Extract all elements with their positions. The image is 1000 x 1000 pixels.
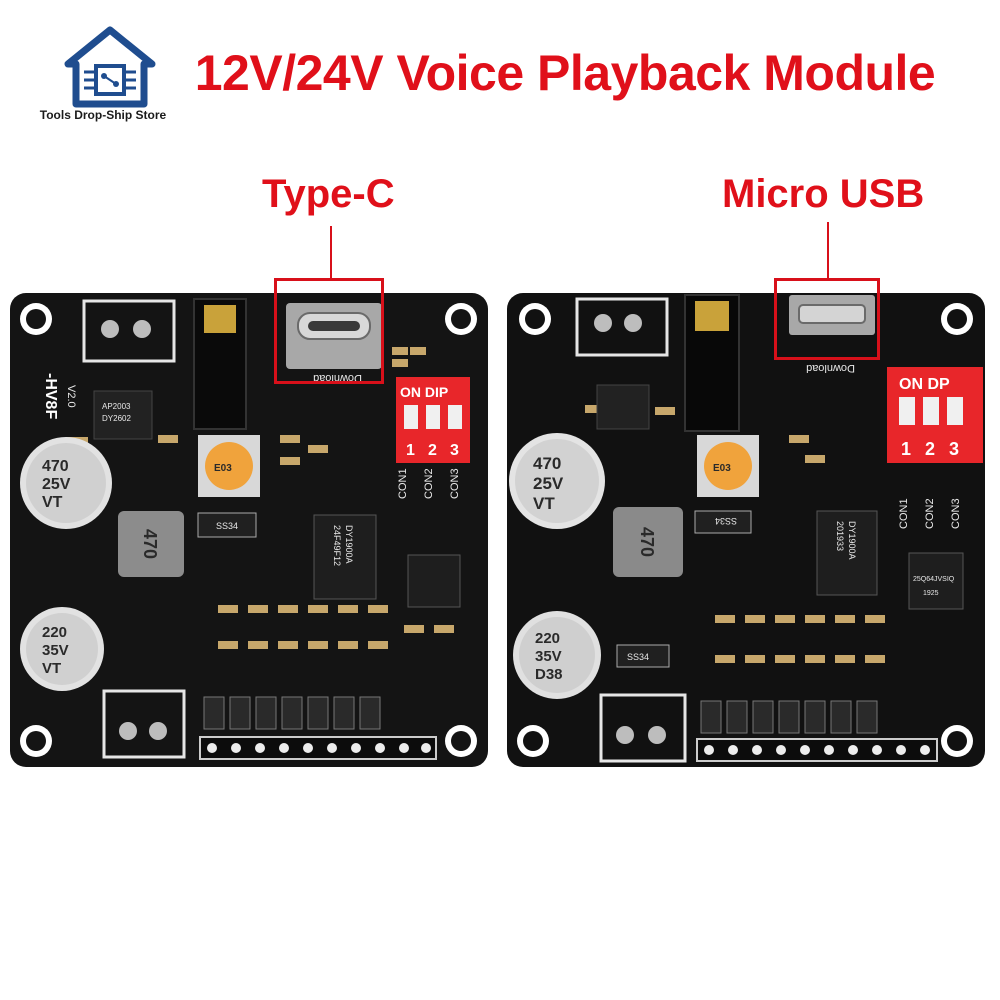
svg-text:470: 470 xyxy=(533,454,561,473)
type-c-highlight-box xyxy=(274,278,384,384)
svg-text:E03: E03 xyxy=(214,463,232,474)
svg-text:SS34: SS34 xyxy=(715,516,737,526)
svg-text:1: 1 xyxy=(901,439,911,459)
svg-text:470: 470 xyxy=(140,529,160,559)
type-c-label: Type-C xyxy=(262,172,395,216)
svg-text:1925: 1925 xyxy=(923,590,939,597)
svg-text:470: 470 xyxy=(637,527,657,557)
svg-text:470: 470 xyxy=(42,458,69,475)
svg-text:220: 220 xyxy=(42,624,67,641)
svg-text:CON2: CON2 xyxy=(924,498,936,529)
svg-text:SS34: SS34 xyxy=(216,521,238,531)
svg-text:CON2: CON2 xyxy=(423,468,435,499)
svg-text:CON3: CON3 xyxy=(449,468,461,499)
svg-text:3: 3 xyxy=(949,439,959,459)
svg-text:3: 3 xyxy=(450,442,459,459)
left-pcb-photo: -HV8F V2.0 Download AP2003 DY2602 E03 ON… xyxy=(8,285,493,770)
svg-text:201933: 201933 xyxy=(835,521,845,551)
svg-text:CON1: CON1 xyxy=(397,468,409,499)
svg-text:VT: VT xyxy=(42,494,63,511)
svg-text:35V: 35V xyxy=(42,642,69,659)
svg-text:220: 220 xyxy=(535,630,560,647)
svg-text:25Q64JVSIQ: 25Q64JVSIQ xyxy=(913,576,955,583)
type-c-callout-line xyxy=(330,226,332,278)
svg-text:24F49F12: 24F49F12 xyxy=(332,525,342,566)
svg-text:E03: E03 xyxy=(713,463,731,474)
svg-text:ON DIP: ON DIP xyxy=(400,384,448,400)
micro-usb-label: Micro USB xyxy=(722,172,925,216)
svg-text:Download: Download xyxy=(806,362,855,374)
svg-text:CON1: CON1 xyxy=(898,498,910,529)
svg-text:AP2003: AP2003 xyxy=(102,402,131,411)
svg-text:1: 1 xyxy=(406,442,415,459)
svg-text:2: 2 xyxy=(925,439,935,459)
svg-text:35V: 35V xyxy=(535,648,562,665)
svg-text:ON DP: ON DP xyxy=(899,376,950,393)
svg-text:V2.0: V2.0 xyxy=(65,385,77,408)
svg-text:DY1900A: DY1900A xyxy=(847,521,857,560)
store-name: Tools Drop-Ship Store xyxy=(39,108,167,122)
svg-text:DY1900A: DY1900A xyxy=(344,525,354,564)
micro-usb-callout-line xyxy=(827,222,829,278)
svg-text:SS34: SS34 xyxy=(627,652,649,662)
page-title: 12V/24V Voice Playback Module xyxy=(194,45,936,101)
svg-text:DY2602: DY2602 xyxy=(102,414,131,423)
svg-text:25V: 25V xyxy=(42,476,71,493)
svg-text:VT: VT xyxy=(533,494,555,513)
micro-usb-highlight-box xyxy=(774,278,880,360)
svg-text:-HV8F: -HV8F xyxy=(42,373,59,419)
svg-text:VT: VT xyxy=(42,660,61,677)
svg-text:25V: 25V xyxy=(533,474,564,493)
svg-text:D38: D38 xyxy=(535,666,563,683)
svg-text:CON3: CON3 xyxy=(950,498,962,529)
store-logo xyxy=(40,26,180,126)
svg-text:2: 2 xyxy=(428,442,437,459)
